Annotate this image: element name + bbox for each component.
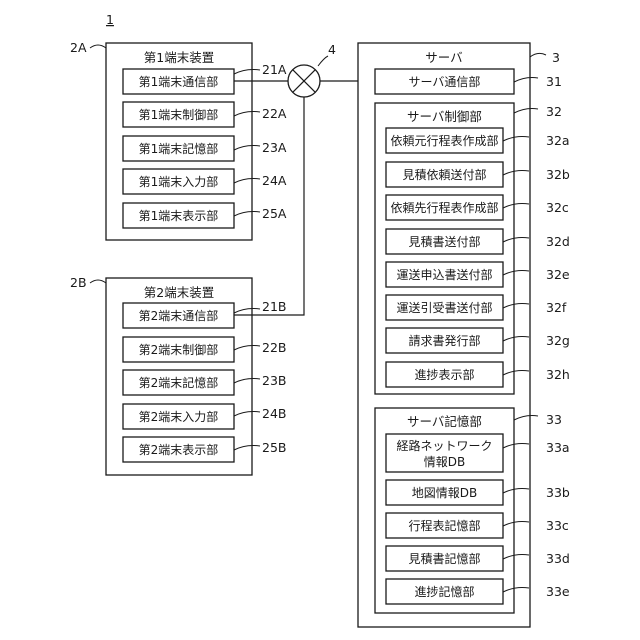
- terminal-a-comm-label: 第1端末通信部: [139, 74, 219, 89]
- terminal-a-display-unit: 第1端末表示部 25A: [123, 203, 287, 228]
- server-title: サーバ: [425, 50, 462, 65]
- terminal-a-leader: [90, 45, 106, 48]
- item-33c-label: 行程表記憶部: [408, 518, 480, 533]
- item-32b-label: 見積依頼送付部: [402, 167, 486, 182]
- item-33d-label: 見積書記憶部: [408, 551, 480, 566]
- terminal-b-title: 第2端末装置: [144, 285, 214, 300]
- item-32h-label: 進捗表示部: [414, 367, 474, 382]
- terminal-b-input-unit: 第2端末入力部 24B: [123, 404, 286, 429]
- terminal-b-display-ref: 25B: [262, 440, 286, 455]
- item-32f-label: 運送引受書送付部: [396, 300, 492, 315]
- terminal-a-control-unit: 第1端末制御部 22A: [123, 102, 287, 127]
- network-leader: [318, 56, 328, 66]
- server-comm-unit: サーバ通信部 31: [375, 69, 562, 94]
- item-32c-ref: 32c: [546, 200, 569, 215]
- server-control-item-32g: 請求書発行部 32g: [386, 328, 570, 353]
- terminal-b-leader: [90, 280, 106, 283]
- network-ref: 4: [328, 42, 336, 57]
- terminal-a-comm-ref: 21A: [262, 62, 287, 77]
- item-32g-label: 請求書発行部: [408, 333, 480, 348]
- item-33b-ref: 33b: [546, 485, 570, 500]
- terminal-b-storage-ref: 23B: [262, 373, 286, 388]
- terminal-a-device: 2A 第1端末装置 第1端末通信部 21A 第1端末制御部 22A 第1端末記憶…: [70, 40, 287, 240]
- terminal-b-input-label: 第2端末入力部: [139, 409, 219, 424]
- terminal-b-control-unit: 第2端末制御部 22B: [123, 337, 286, 362]
- item-33b-label: 地図情報DB: [412, 486, 477, 500]
- terminal-b-control-ref: 22B: [262, 340, 286, 355]
- terminal-b-control-label: 第2端末制御部: [139, 342, 219, 357]
- item-32e-label: 運送申込書送付部: [396, 267, 492, 282]
- item-33a-label-line2: 情報DB: [424, 455, 465, 469]
- server-ref: 3: [552, 50, 560, 65]
- server-comm-label: サーバ通信部: [409, 74, 481, 89]
- terminal-a-display-ref: 25A: [262, 206, 287, 221]
- terminal-a-control-ref: 22A: [262, 106, 287, 121]
- server-storage-title: サーバ記憶部: [407, 414, 482, 429]
- item-33e-ref: 33e: [546, 584, 570, 599]
- item-32a-label: 依頼元行程表作成部: [390, 133, 498, 148]
- item-32d-label: 見積書送付部: [408, 234, 480, 249]
- terminal-b-input-ref: 24B: [262, 406, 286, 421]
- server-control-ref: 32: [546, 104, 562, 119]
- server-storage-unit: サーバ記憶部 33 経路ネットワーク 情報DB 33a 地図情報DB 33b 行…: [375, 408, 570, 613]
- item-32c-label: 依頼先行程表作成部: [390, 200, 498, 215]
- server-storage-item-33a: 経路ネットワーク 情報DB 33a: [386, 434, 570, 472]
- server-storage-item-33e: 進捗記憶部 33e: [386, 579, 570, 604]
- terminal-b-storage-label: 第2端末記憶部: [139, 375, 219, 390]
- terminal-a-storage-unit: 第1端末記憶部 23A: [123, 136, 287, 161]
- terminal-b-display-unit: 第2端末表示部 25B: [123, 437, 286, 462]
- server-storage-item-33b: 地図情報DB 33b: [386, 480, 570, 505]
- server-control-item-32d: 見積書送付部 32d: [386, 229, 570, 254]
- server-control-item-32c: 依頼先行程表作成部 32c: [386, 195, 569, 220]
- terminal-b-device: 2B 第2端末装置 第2端末通信部 21B 第2端末制御部 22B 第2端末記憶…: [70, 275, 286, 475]
- server-control-unit: サーバ制御部 32 依頼元行程表作成部 32a 見積依頼送付部 32b 依頼先行…: [375, 103, 570, 394]
- item-33e-label: 進捗記憶部: [414, 584, 474, 599]
- item-32h-ref: 32h: [546, 367, 570, 382]
- item-33a-label-line1: 経路ネットワーク: [396, 438, 492, 453]
- item-32f-ref: 32f: [546, 300, 567, 315]
- terminal-a-input-label: 第1端末入力部: [139, 174, 219, 189]
- server-control-item-32e: 運送申込書送付部 32e: [386, 262, 570, 287]
- item-32g-ref: 32g: [546, 333, 570, 348]
- terminal-a-control-label: 第1端末制御部: [139, 107, 219, 122]
- item-33d-ref: 33d: [546, 551, 570, 566]
- server-comm-ref: 31: [546, 74, 562, 89]
- server-storage-item-33c: 行程表記憶部 33c: [386, 513, 569, 538]
- terminal-a-ref: 2A: [70, 40, 87, 55]
- server-leader: [530, 53, 546, 57]
- item-32e-ref: 32e: [546, 267, 570, 282]
- server-control-item-32h: 進捗表示部 32h: [386, 362, 570, 387]
- terminal-a-display-label: 第1端末表示部: [139, 208, 219, 223]
- terminal-a-title: 第1端末装置: [144, 50, 214, 65]
- server-control-item-32f: 運送引受書送付部 32f: [386, 295, 567, 320]
- server-control-title: サーバ制御部: [407, 109, 482, 124]
- terminal-a-storage-label: 第1端末記憶部: [139, 141, 219, 156]
- server-storage-ref: 33: [546, 412, 562, 427]
- terminal-a-input-ref: 24A: [262, 173, 287, 188]
- terminal-b-display-label: 第2端末表示部: [139, 442, 219, 457]
- item-33a-ref: 33a: [546, 440, 570, 455]
- item-33c-ref: 33c: [546, 518, 569, 533]
- item-32d-ref: 32d: [546, 234, 570, 249]
- terminal-b-ref: 2B: [70, 275, 87, 290]
- server-control-item-32a: 依頼元行程表作成部 32a: [386, 128, 570, 153]
- server: サーバ 3 サーバ通信部 31 サーバ制御部 32 依頼元行程表作成部 32a: [358, 43, 570, 627]
- terminal-b-comm-label: 第2端末通信部: [139, 308, 219, 323]
- terminal-b-storage-unit: 第2端末記憶部 23B: [123, 370, 286, 395]
- item-32a-ref: 32a: [546, 133, 570, 148]
- server-storage-item-33d: 見積書記憶部 33d: [386, 546, 570, 571]
- server-control-item-32b: 見積依頼送付部 32b: [386, 162, 570, 187]
- terminal-b-comm-unit: 第2端末通信部 21B: [123, 299, 286, 328]
- terminal-a-input-unit: 第1端末入力部 24A: [123, 169, 287, 194]
- terminal-b-comm-ref: 21B: [262, 299, 286, 314]
- item-32b-ref: 32b: [546, 167, 570, 182]
- terminal-a-storage-ref: 23A: [262, 140, 287, 155]
- figure-number: 1: [106, 12, 114, 27]
